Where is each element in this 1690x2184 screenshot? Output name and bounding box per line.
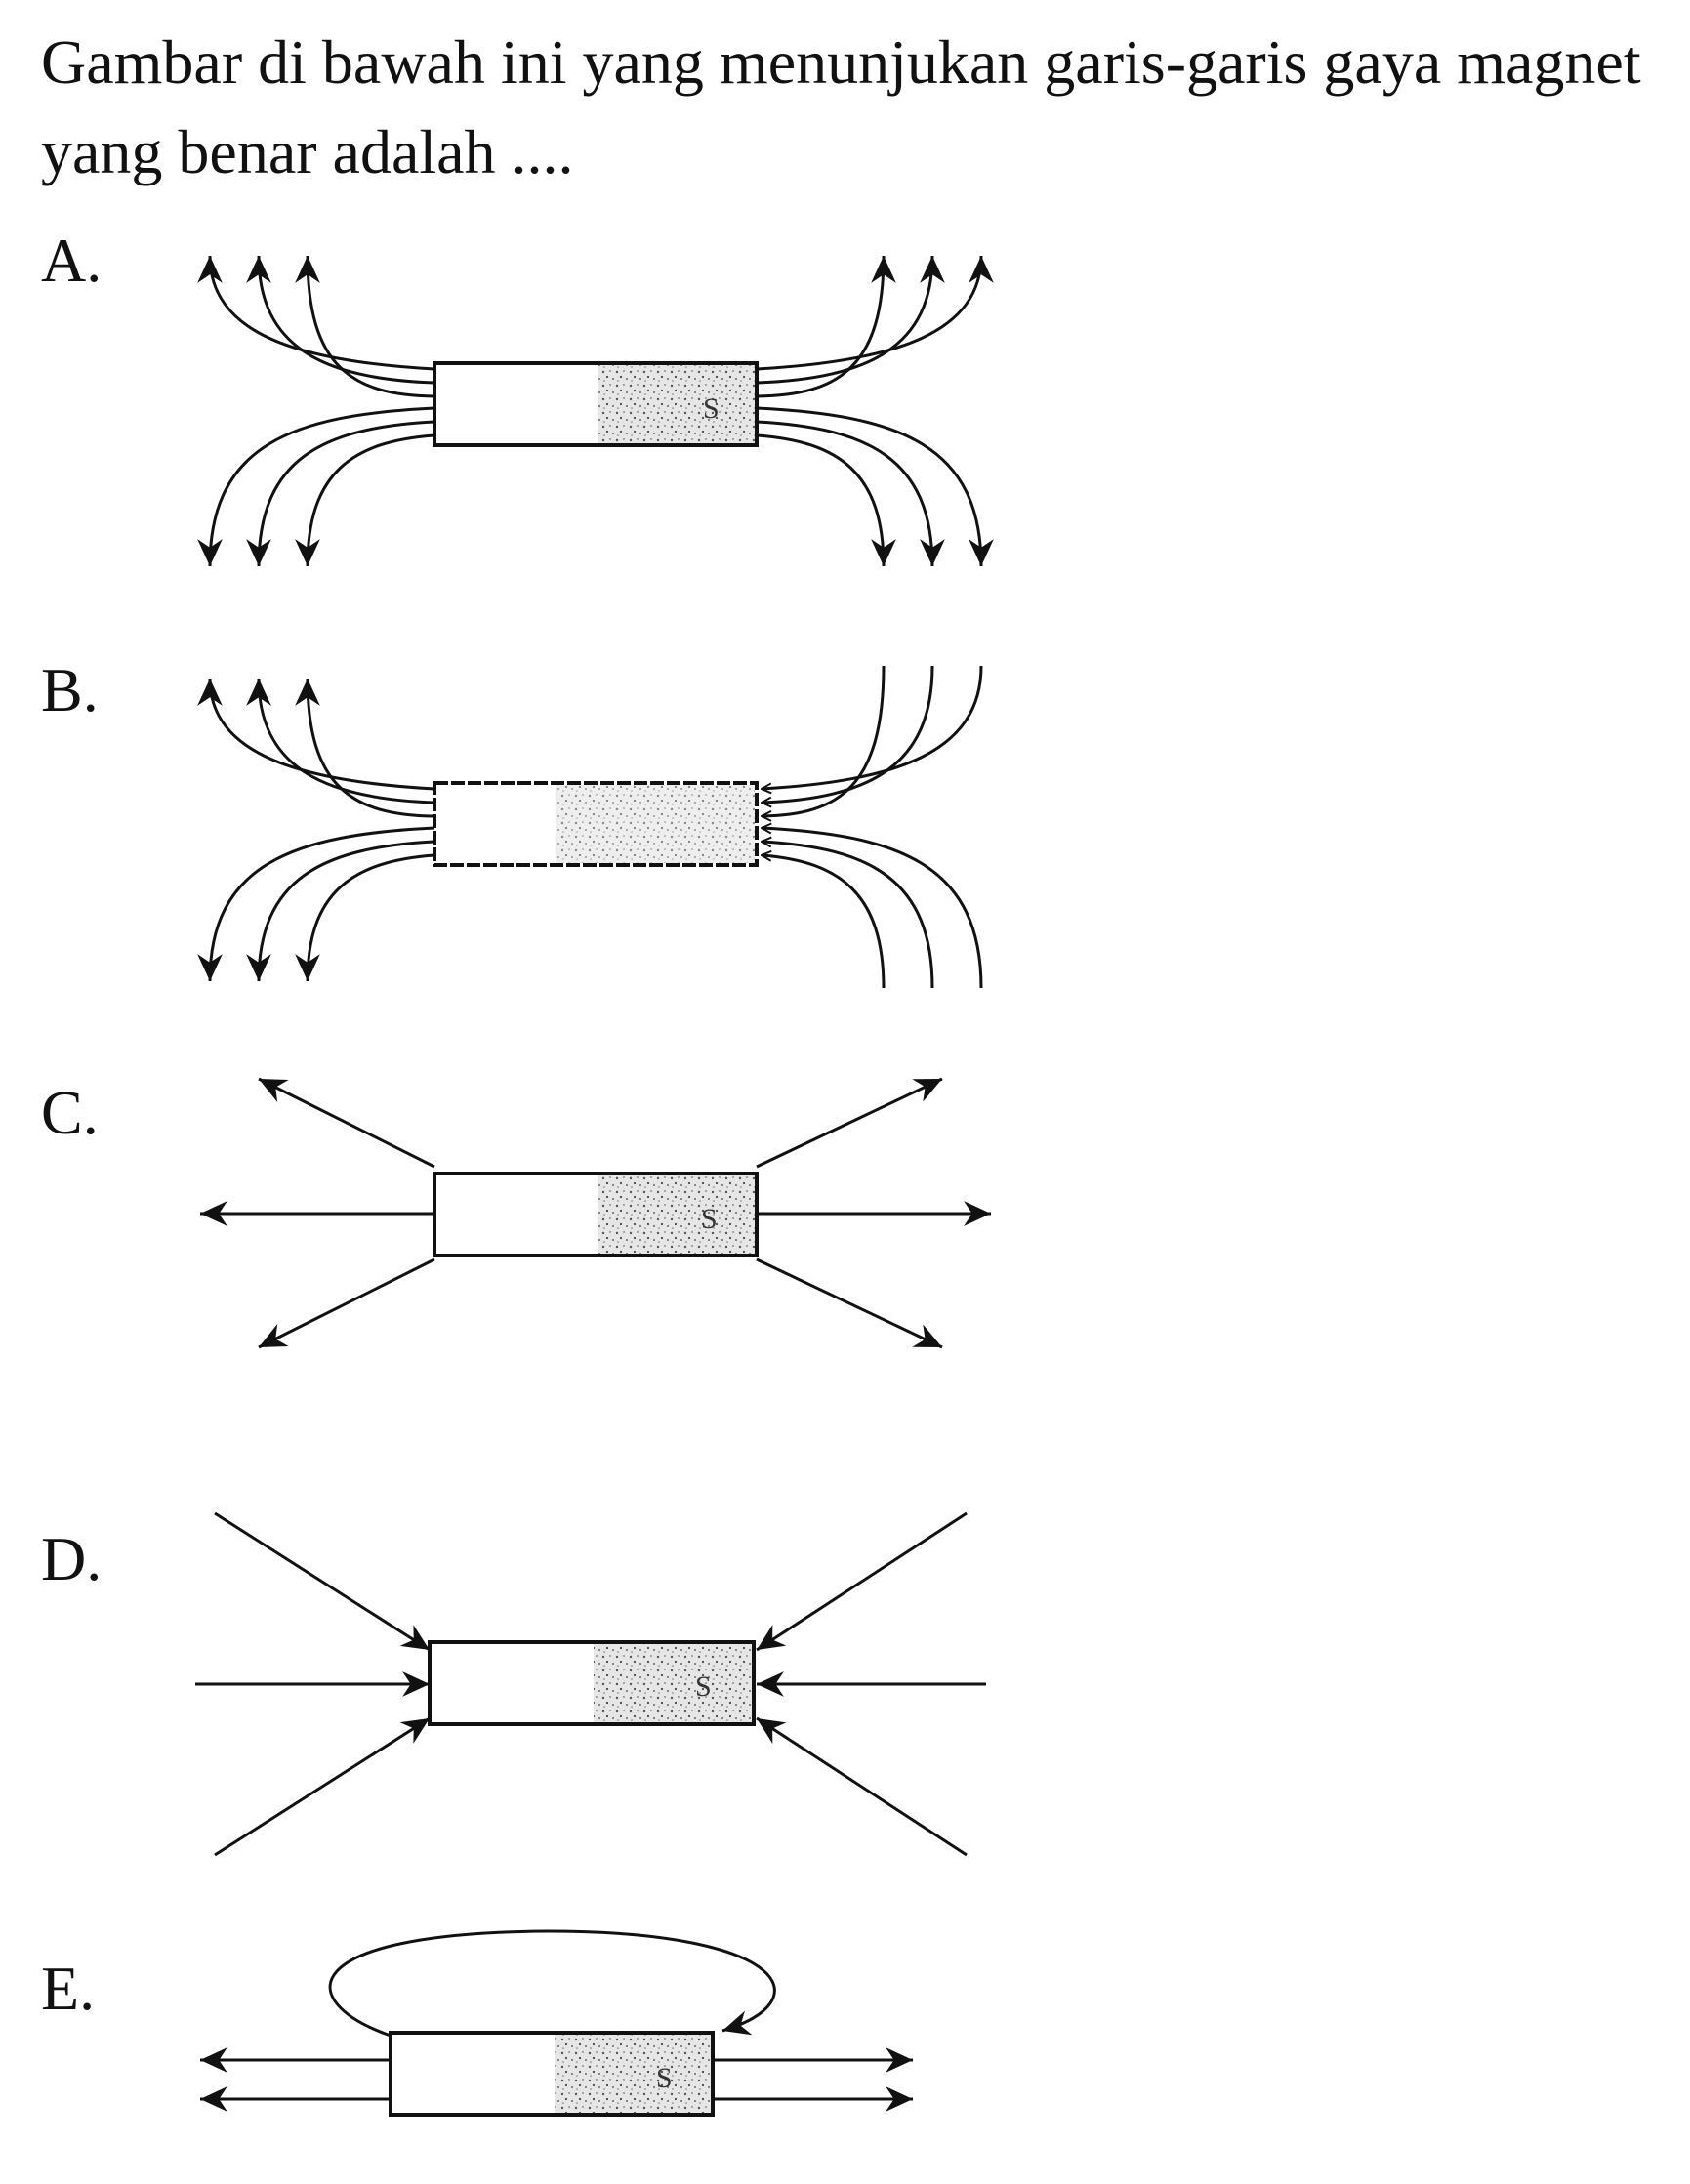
- option-d-diagram: S: [195, 1511, 986, 1857]
- option-c-label: C.: [41, 1078, 99, 1147]
- option-e-diagram: S: [200, 1929, 913, 2117]
- option-c-magnet: S: [433, 1172, 759, 1257]
- option-b-label: B.: [41, 655, 99, 724]
- option-d-magnet: S: [428, 1640, 756, 1726]
- option-b-diagram: [197, 665, 983, 989]
- option-a-diagram: S: [197, 255, 994, 567]
- option-a-field-lines: [197, 255, 994, 567]
- option-a-magnet: S: [433, 361, 759, 447]
- option-b-magnet: [433, 781, 759, 867]
- option-e-pole-s: S: [656, 2062, 673, 2094]
- option-d-pole-s: S: [695, 1670, 712, 1703]
- option-a-pole-s: S: [703, 392, 720, 425]
- option-d-label: D.: [41, 1524, 103, 1593]
- question-text: Gambar di bawah ini yang menunjukan gari…: [41, 27, 1641, 186]
- option-c-field-lines: [200, 1077, 991, 1349]
- option-b-field-lines: [197, 665, 983, 989]
- option-c-pole-s: S: [701, 1203, 718, 1235]
- option-d-field-lines: [195, 1511, 986, 1857]
- option-a-label: A.: [41, 226, 103, 295]
- option-e-magnet: S: [389, 2031, 715, 2117]
- option-e-label: E.: [41, 1954, 96, 2023]
- option-c-diagram: S: [200, 1077, 991, 1349]
- option-e-field-lines: [200, 1929, 913, 2112]
